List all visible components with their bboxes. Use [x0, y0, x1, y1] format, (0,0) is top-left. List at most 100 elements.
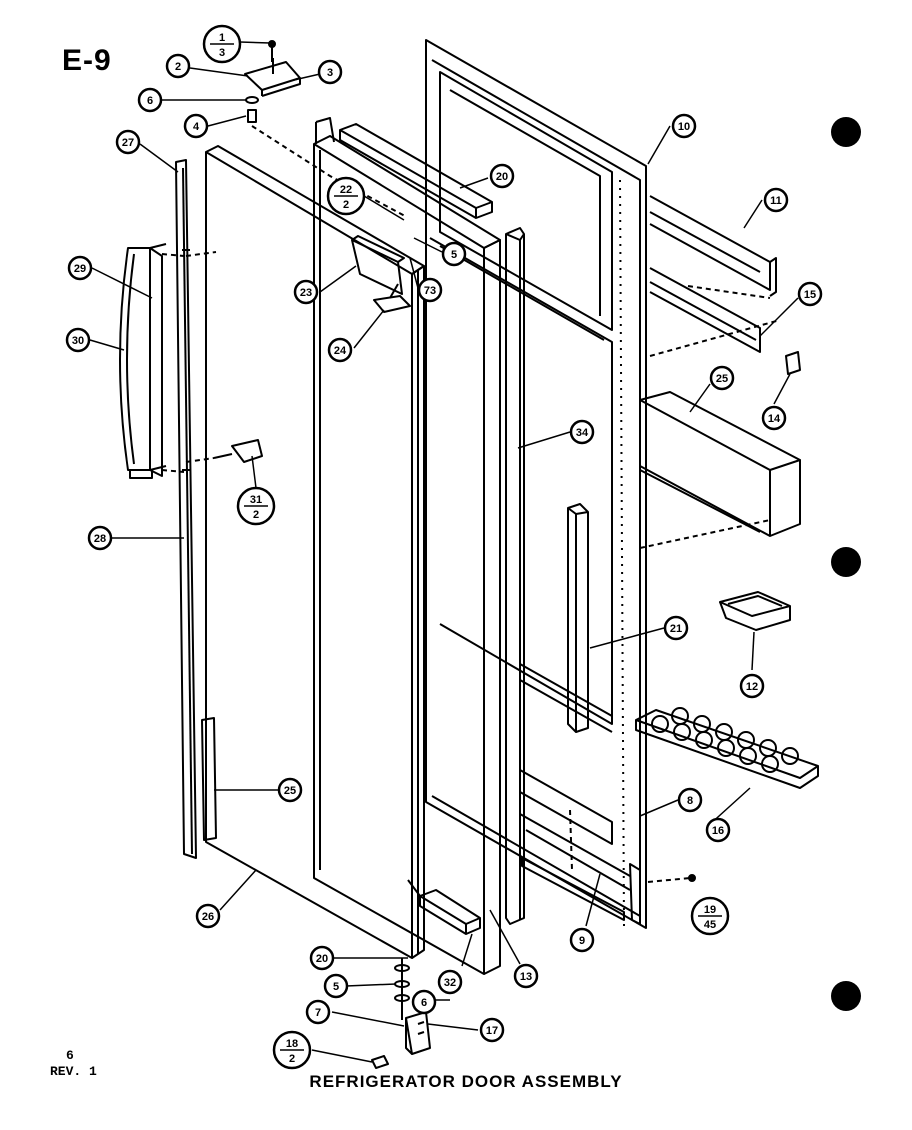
bottom-breaker-strip — [407, 879, 481, 935]
callout-number: 73 — [424, 285, 436, 297]
callout-number: 29 — [74, 263, 86, 275]
callout-number: 32 — [444, 977, 456, 989]
leader-lines — [89, 41, 799, 1063]
bottom-hinge — [371, 958, 431, 1069]
callout-25a: 25 — [277, 777, 303, 803]
callout-15: 15 — [797, 281, 823, 307]
callout-number: 2 — [175, 61, 181, 73]
callout-number: 1 — [219, 32, 225, 44]
callout-6b: 6 — [411, 989, 437, 1015]
callout-number: 20 — [496, 171, 508, 183]
callout-12: 12 — [739, 673, 765, 699]
door-handle — [119, 243, 217, 479]
drawing-lines — [89, 39, 819, 1069]
callout-number: 19 — [704, 904, 716, 916]
outer-door-panel — [201, 145, 425, 959]
callout-number: 24 — [334, 345, 347, 357]
callout-quantity: 2 — [253, 509, 259, 521]
callout-23: 23 — [293, 279, 319, 305]
callout-number: 7 — [315, 1007, 321, 1019]
callout-26: 26 — [195, 903, 221, 929]
callout-number: 25 — [284, 785, 296, 797]
callout-25b: 25 — [709, 365, 735, 391]
callout-1-3: 13 — [202, 24, 242, 64]
callout-number: 18 — [286, 1038, 298, 1050]
callout-32: 32 — [437, 969, 463, 995]
callout-number: 31 — [250, 494, 262, 506]
callout-number: 6 — [421, 997, 427, 1009]
page-number: 6 — [66, 1048, 74, 1063]
callout-21: 21 — [663, 615, 689, 641]
shelf-clip — [785, 351, 801, 375]
egg-tray — [635, 707, 819, 789]
callout-34: 34 — [569, 419, 595, 445]
door-shelf-upper — [649, 195, 781, 357]
callout-number: 13 — [520, 971, 532, 983]
callout-5a: 5 — [441, 241, 467, 267]
callout-24: 24 — [327, 337, 353, 363]
callout-7: 7 — [305, 999, 331, 1025]
callout-9: 9 — [569, 927, 595, 953]
callout-number: 30 — [72, 335, 84, 347]
callout-number: 28 — [94, 533, 106, 545]
callout-20b: 20 — [309, 945, 335, 971]
callout-29: 29 — [67, 255, 93, 281]
callout-3: 3 — [317, 59, 343, 85]
callout-5b: 5 — [323, 973, 349, 999]
left-trim-strip — [175, 159, 197, 859]
hinge-side-trim — [505, 227, 525, 925]
callout-16: 16 — [705, 817, 731, 843]
revision-label: REV. 1 — [50, 1064, 97, 1079]
callout-quantity: 3 — [219, 47, 225, 59]
callout-quantity: 2 — [289, 1053, 295, 1065]
callout-18-2: 182 — [272, 1030, 312, 1070]
callout-10: 10 — [671, 113, 697, 139]
inner-door-liner — [425, 39, 647, 929]
callout-14: 14 — [761, 405, 787, 431]
callout-73: 73 — [417, 277, 443, 303]
callout-number: 20 — [316, 953, 328, 965]
callout-13: 13 — [513, 963, 539, 989]
callout-6a: 6 — [137, 87, 163, 113]
inner-handle-bar — [567, 503, 589, 733]
callout-17: 17 — [479, 1017, 505, 1043]
door-bin-large — [639, 391, 801, 549]
callout-number: 23 — [300, 287, 312, 299]
callout-27: 27 — [115, 129, 141, 155]
callout-number: 12 — [746, 681, 758, 693]
callout-number: 6 — [147, 95, 153, 107]
callout-number: 9 — [579, 935, 585, 947]
callout-20: 20 — [489, 163, 515, 189]
callout-number: 5 — [333, 981, 339, 993]
callout-number: 15 — [804, 289, 816, 301]
callout-28: 28 — [87, 525, 113, 551]
callout-number: 21 — [670, 623, 682, 635]
callout-11: 11 — [763, 187, 789, 213]
callout-22-2: 222 — [326, 176, 366, 216]
callout-number: 11 — [770, 195, 782, 207]
callout-number: 16 — [712, 825, 724, 837]
callout-number: 34 — [576, 427, 589, 439]
bottom-door-strip — [521, 809, 696, 921]
callout-8: 8 — [677, 787, 703, 813]
callout-4: 4 — [183, 113, 209, 139]
door-stop-parts — [213, 235, 411, 463]
callout-number: 4 — [193, 121, 200, 133]
callout-number: 8 — [687, 795, 693, 807]
callout-number: 22 — [340, 184, 352, 196]
butter-tray — [719, 591, 791, 631]
callout-number: 10 — [678, 121, 690, 133]
page-code: E-9 — [62, 44, 112, 77]
callout-2: 2 — [165, 53, 191, 79]
callout-number: 5 — [451, 249, 457, 261]
binder-holes — [831, 117, 861, 1011]
door-gasket-frame — [313, 117, 501, 975]
diagram-title: REFRIGERATOR DOOR ASSEMBLY — [309, 1072, 623, 1091]
callout-number: 3 — [327, 67, 333, 79]
callout-number: 17 — [486, 1025, 498, 1037]
callout-number: 27 — [122, 137, 134, 149]
callout-number: 25 — [716, 373, 728, 385]
